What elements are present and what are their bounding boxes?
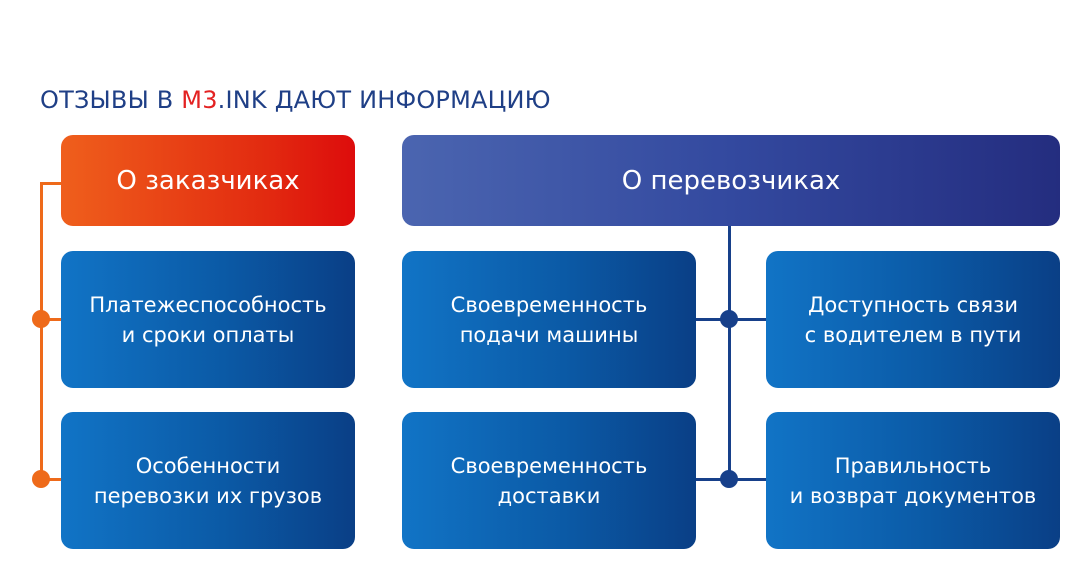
carrier-item-documents-line-1: Правильность: [834, 453, 992, 478]
customer-item-cargo-line-1: Особенности: [135, 453, 281, 478]
title-part-2: .INK ДАЮТ ИНФОРМАЦИЮ: [217, 86, 551, 114]
carrier-item-driver-contact-line-1: Доступность связи: [808, 292, 1018, 317]
title-brand: M3: [181, 86, 218, 114]
carrier-item-delivery-timeliness: Своевременность доставки: [402, 412, 696, 549]
customer-item-cargo: Особенности перевозки их грузов: [61, 412, 355, 549]
right-connector-dot-2: [720, 470, 738, 488]
left-connector-dot-2: [32, 470, 50, 488]
carriers-header-label: О перевозчиках: [621, 165, 841, 196]
carrier-item-delivery-timeliness-line-2: доставки: [497, 483, 601, 508]
customer-item-payment: Платежеспособность и сроки оплаты: [61, 251, 355, 388]
left-connector-dot-1: [32, 310, 50, 328]
carrier-item-vehicle-timeliness: Своевременность подачи машины: [402, 251, 696, 388]
right-connector-vertical: [728, 226, 731, 480]
carrier-item-delivery-timeliness-line-1: Своевременность: [450, 453, 648, 478]
carrier-item-documents: Правильность и возврат документов: [766, 412, 1060, 549]
carrier-item-documents-line-2: и возврат документов: [789, 483, 1037, 508]
left-connector-to-header: [40, 182, 62, 185]
page-title: ОТЗЫВЫ В M3.INK ДАЮТ ИНФОРМАЦИЮ: [40, 86, 551, 114]
left-connector-vertical: [40, 182, 43, 480]
carrier-item-driver-contact: Доступность связи с водителем в пути: [766, 251, 1060, 388]
left-connector-to-item-2: [40, 478, 62, 481]
carriers-header: О перевозчиках: [402, 135, 1060, 226]
title-part-1: ОТЗЫВЫ В: [40, 86, 182, 114]
customers-header-label: О заказчиках: [116, 165, 300, 196]
customer-item-payment-line-2: и сроки оплаты: [121, 322, 295, 347]
right-connector-dot-1: [720, 310, 738, 328]
carrier-item-vehicle-timeliness-line-1: Своевременность: [450, 292, 648, 317]
customer-item-payment-line-1: Платежеспособность: [89, 292, 327, 317]
left-connector-to-item-1: [40, 318, 62, 321]
carrier-item-driver-contact-line-2: с водителем в пути: [804, 322, 1022, 347]
customers-header: О заказчиках: [61, 135, 355, 226]
carrier-item-vehicle-timeliness-line-2: подачи машины: [459, 322, 639, 347]
customer-item-cargo-line-2: перевозки их грузов: [93, 483, 323, 508]
